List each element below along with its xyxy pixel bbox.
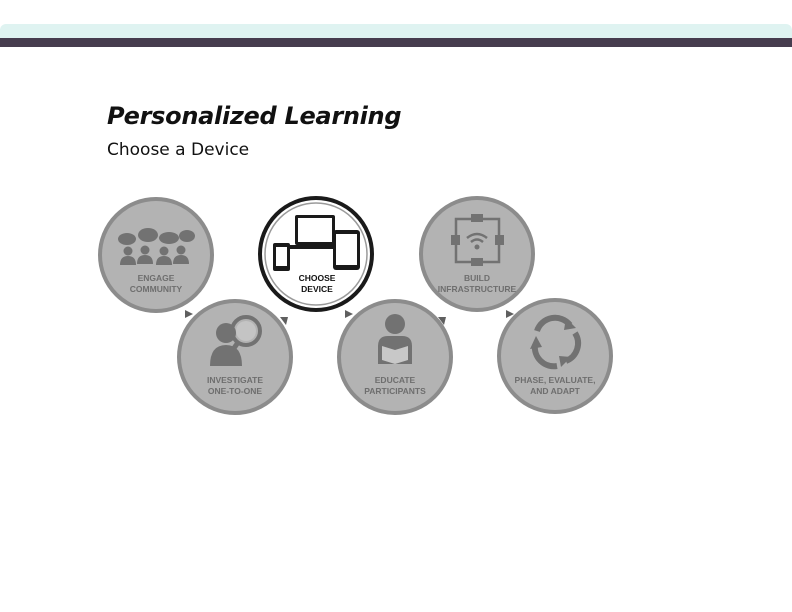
connector-arrows <box>185 310 514 325</box>
connector-arrow <box>280 317 288 325</box>
step-label-line2: DEVICE <box>301 284 333 294</box>
step-label-line1: INVESTIGATE <box>207 375 263 385</box>
wifi-network-icon <box>451 214 504 266</box>
step-label-line1: EDUCATE <box>375 375 416 385</box>
slide-subtitle: Choose a Device <box>107 140 250 160</box>
step-label-line1: ENGAGE <box>138 273 175 283</box>
step-build-infrastructure: BUILD INFRASTRUCTURE <box>419 196 535 312</box>
step-label-line2: PARTICIPANTS <box>364 386 426 396</box>
header-bar <box>0 38 792 47</box>
step-label-line2: INFRASTRUCTURE <box>438 284 517 294</box>
reader-icon <box>378 314 412 364</box>
step-educate-participants: EDUCATE PARTICIPANTS <box>337 299 453 415</box>
step-label-line1: PHASE, EVALUATE, <box>515 375 596 385</box>
step-label-line1: BUILD <box>464 273 490 283</box>
step-engage-community: ENGAGE COMMUNITY <box>98 197 214 313</box>
header-band <box>0 24 792 38</box>
step-label-line2: AND ADAPT <box>530 386 581 396</box>
step-phase-evaluate-adapt: PHASE, EVALUATE, AND ADAPT <box>497 298 613 414</box>
connector-arrow <box>185 310 193 318</box>
connector-arrow <box>438 317 446 325</box>
connector-arrow <box>506 310 514 318</box>
step-label-line1: CHOOSE <box>299 273 336 283</box>
people-speech-icon <box>118 228 195 265</box>
magnifier-person-icon <box>210 315 262 366</box>
step-investigate-one-to-one: INVESTIGATE ONE-TO-ONE <box>177 299 293 415</box>
step-label-line2: COMMUNITY <box>130 284 183 294</box>
devices-icon <box>273 215 360 271</box>
connector-arrow <box>345 310 353 318</box>
cycle-arrowheads <box>530 318 576 367</box>
slide-title: Personalized Learning <box>107 102 402 130</box>
step-choose-device: CHOOSE DEVICE <box>258 196 374 312</box>
step-label-line2: ONE-TO-ONE <box>208 386 262 396</box>
